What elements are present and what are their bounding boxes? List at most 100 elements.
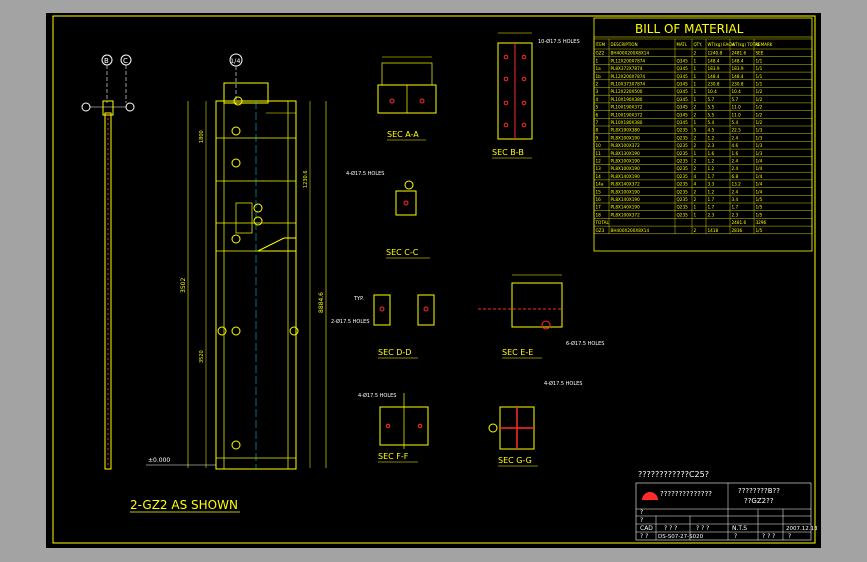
bom-cell: 1240.8	[708, 51, 723, 56]
tb-cell: ?	[734, 533, 737, 540]
bom-cell: PL8X140X190	[611, 205, 641, 210]
bom-cell: 5.7	[732, 97, 739, 102]
bom-cell: 3.4	[732, 197, 739, 202]
grid-label-b: B	[104, 57, 109, 65]
bom-cell: Q345	[677, 82, 689, 87]
tb-cell: ?	[640, 509, 643, 516]
bom-cell: 2	[694, 112, 697, 117]
section-mark-right	[125, 102, 135, 112]
bom-cell: 16	[596, 197, 602, 202]
bom-cell: 148.4	[732, 58, 744, 63]
bolt-hole	[423, 306, 429, 312]
bom-cell: 3.3	[708, 182, 715, 187]
bom-header-cell: WT(kg) TOTAL	[732, 42, 761, 47]
part-bubble	[404, 180, 414, 190]
bom-cell: 3	[596, 89, 599, 94]
bom-cell: PL10X180X380	[611, 120, 643, 125]
bom-cell: 1/4	[756, 174, 763, 179]
bom-gz-total: 2836	[732, 228, 743, 233]
typ-note-d: TYP.	[353, 296, 364, 302]
bom-cell: 2.3	[732, 212, 739, 217]
bom-cell: 2	[694, 51, 697, 56]
bom-cell: PL10X373X7874	[611, 82, 646, 87]
bom-cell: 13	[596, 166, 602, 171]
bom-total-label: TOTAL	[595, 220, 610, 225]
bom-cell: 2	[694, 189, 697, 194]
bom-cell: 1.2	[708, 135, 715, 140]
bom-cell: 11.0	[732, 112, 742, 117]
part-bubble	[231, 440, 241, 450]
column-top-bracket	[223, 82, 269, 104]
holes-note-2: 4-Ø17.5 HOLES	[346, 170, 384, 177]
bom-cell: Q235	[677, 205, 689, 210]
bom-cell: 1.2	[708, 159, 715, 164]
bom-cell: 5	[596, 105, 599, 110]
bom-gz-qty: 2	[694, 228, 697, 233]
bom-cell: 1/3	[756, 128, 763, 133]
bom-cell: 5.4	[708, 120, 715, 125]
bom-cell: Q235	[677, 143, 689, 148]
bom-cell: PL12X220X500	[611, 89, 643, 94]
bom-header-cell: ITEM	[596, 42, 606, 47]
bolt-hole	[419, 98, 425, 104]
drawing-sheet: B C 1/4 3502 1800 3520	[46, 13, 821, 548]
tb-cell: ? ? ?	[664, 525, 677, 532]
bom-cell: 4.5	[708, 128, 715, 133]
grid-label-c: C	[123, 57, 128, 65]
sec-e-title: SEC E-E	[502, 348, 533, 357]
bom-cell: 1/4	[756, 189, 763, 194]
part-bubble	[289, 326, 299, 336]
section-a-a: SEC A-A	[377, 56, 437, 141]
bom-cell: Q235	[677, 151, 689, 156]
bom-cell: 5	[694, 128, 697, 133]
part-bubble	[231, 234, 241, 244]
tb-cell: ? ?	[640, 533, 648, 540]
bom-cell: 1	[694, 58, 697, 63]
bom-cell: 14	[596, 174, 602, 179]
main-elevation: 1/4 3502 1800 3520 8	[130, 53, 327, 513]
bom-cell: PL8X100X190	[611, 166, 641, 171]
bolt-hole	[541, 320, 551, 330]
project-name: ????????B??	[738, 487, 780, 495]
bom-cell: 11.0	[732, 105, 742, 110]
bom-cell: 14a	[596, 182, 604, 187]
bom-cell: 1	[694, 120, 697, 125]
bom-cell: 2	[596, 82, 599, 87]
bom-cell: 4	[596, 97, 599, 102]
dim-a: 1800	[199, 130, 205, 143]
sec-d-right	[417, 294, 435, 326]
bom-cell: PL8X140X372	[611, 182, 641, 187]
bom-cell: 18	[596, 212, 602, 217]
bom-cell: 1/3	[756, 143, 763, 148]
bom-cell: Q235	[677, 135, 689, 140]
bom-cell: Q345	[677, 58, 689, 63]
column-side-view: B C	[81, 54, 135, 470]
bom-cell: 1.6	[708, 151, 715, 156]
bom-cell: 2481.6	[732, 51, 747, 56]
bom-cell: 1.2	[708, 166, 715, 171]
bolt-hole	[385, 423, 391, 429]
bom-cell: 1	[694, 82, 697, 87]
tb-cell: ? ? ?	[762, 533, 775, 540]
grid-label-1-4: 1/4	[230, 57, 240, 65]
drawing-code: DS-S07-27-S020	[658, 534, 704, 540]
bom-gz-desc: BH400X200X8X14	[611, 228, 650, 233]
section-g-g: 4-Ø17.5 HOLES SEC G-G	[488, 380, 582, 467]
bom-title: BILL OF MATERIAL	[635, 22, 744, 36]
bom-cell: 7	[596, 120, 599, 125]
bom-header-cell: QTY.	[694, 42, 703, 47]
bolt-hole	[503, 54, 509, 60]
part-bubble	[233, 96, 243, 106]
bolt-hole	[521, 54, 527, 60]
bom-cell: PL8X100X372	[611, 212, 641, 217]
bom-cell: 1/5	[756, 205, 763, 210]
sec-c-title: SEC C-C	[386, 248, 419, 257]
bom-cell: 148.4	[708, 58, 720, 63]
bom-cell: 1.7	[708, 197, 715, 202]
bom-cell: 1	[596, 58, 599, 63]
bom-cell: PL10X190X372	[611, 112, 643, 117]
sec-c-body	[395, 190, 417, 216]
bom-cell: Q235	[677, 159, 689, 164]
bom-cell: 1/5	[756, 197, 763, 202]
